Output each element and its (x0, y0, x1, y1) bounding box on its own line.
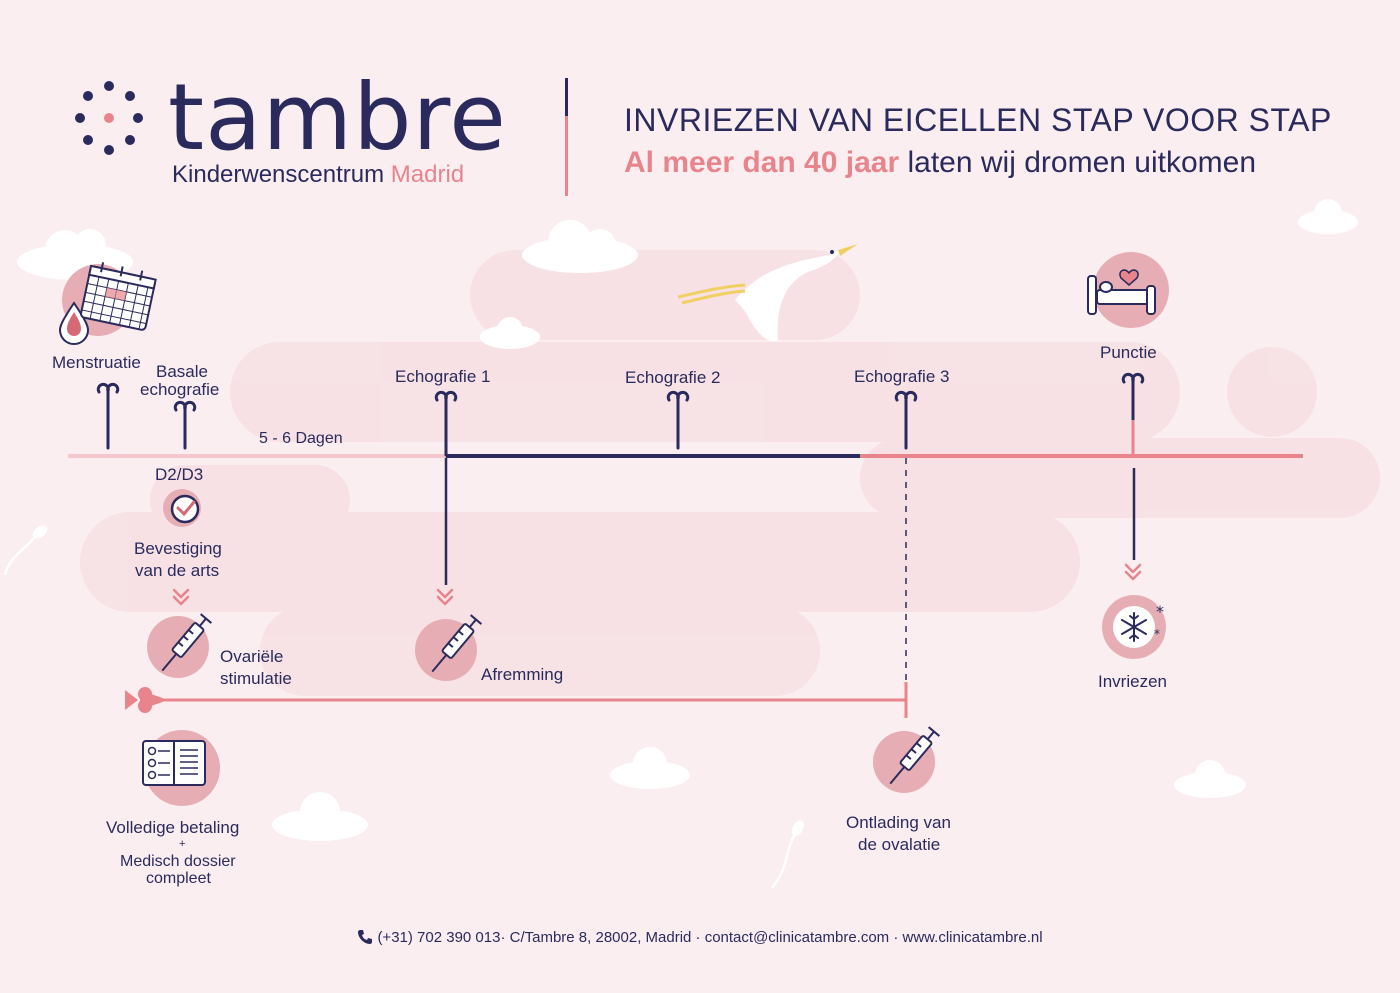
chevron-down-icon (1124, 563, 1142, 581)
snowflake-icon: * * (1102, 595, 1166, 659)
brand-logo: tambre (168, 64, 507, 171)
sperm-icon (3, 525, 805, 889)
arrow-tail-icon (125, 687, 168, 713)
label-plus: + (179, 838, 186, 850)
svg-text:*: * (1156, 602, 1164, 621)
label-bevestiging-1: Bevestiging (134, 539, 222, 558)
label-dossier-1: Medisch dossier (120, 853, 236, 870)
label-echografie-1: Echografie 1 (395, 367, 491, 386)
calendar-icon (80, 262, 157, 331)
label-punctie: Punctie (1100, 343, 1157, 362)
label-invriezen: Invriezen (1098, 672, 1167, 691)
label-basale-1: Basale (156, 362, 208, 381)
label-dagen: 5 - 6 Dagen (259, 430, 343, 447)
tagline-highlight: Al meer dan 40 jaar (624, 146, 900, 179)
page-title: INVRIEZEN VAN EICELLEN STAP VOOR STAP (624, 102, 1332, 138)
chevron-down-icon (172, 588, 190, 606)
syringe-icon (415, 614, 483, 681)
label-menstruatie: Menstruatie (52, 353, 141, 372)
label-bevestiging-2: van de arts (135, 561, 220, 580)
label-afremming: Afremming (481, 665, 564, 684)
marker-echo1 (434, 390, 458, 457)
syringe-icon (147, 613, 213, 678)
marker-menstruatie (96, 382, 120, 450)
stork-icon (677, 244, 858, 342)
blood-drop-icon (58, 301, 90, 345)
bed-heart-icon (1087, 252, 1169, 328)
checklist-icon (142, 730, 220, 806)
label-echografie-3: Echografie 3 (854, 367, 950, 386)
label-dossier-2: compleet (146, 870, 211, 887)
header-divider (565, 78, 568, 196)
marker-echo3 (894, 390, 918, 450)
chevron-down-icon (436, 588, 454, 606)
marker-echo2 (666, 390, 690, 450)
label-basale-2: echografie (140, 380, 220, 399)
footer-contact: (+31) 702 390 013· C/Tambre 8, 28002, Ma… (0, 927, 1400, 949)
label-betaling: Volledige betaling (106, 818, 240, 837)
tagline-rest: laten wij dromen uitkomen (907, 146, 1257, 179)
brand-subtitle: Kinderwenscentrum Madrid (172, 160, 464, 190)
label-ontlading-1: Ontlading van (846, 813, 951, 832)
label-echografie-2: Echografie 2 (625, 368, 721, 387)
label-d2d3: D2/D3 (155, 465, 204, 484)
footer-contact-text: (+31) 702 390 013· C/Tambre 8, 28002, Ma… (377, 929, 1043, 946)
marker-basale (173, 400, 197, 450)
cloud-icon (17, 199, 1358, 841)
phone-icon (358, 930, 373, 944)
checkmark-icon (170, 494, 200, 524)
label-ovariele-2: stimulatie (220, 669, 292, 688)
syringe-icon (873, 726, 941, 793)
svg-text:*: * (1154, 627, 1160, 641)
brand-subtitle-part1: Kinderwenscentrum (172, 161, 385, 188)
marker-punctie (1121, 372, 1145, 422)
label-ontlading-2: de ovalatie (858, 835, 941, 854)
logo-dots-icon (75, 81, 143, 155)
brand-subtitle-part2: Madrid (390, 161, 465, 188)
page-tagline: Al meer dan 40 jaar laten wij dromen uit… (624, 143, 1256, 183)
label-ovariele-1: Ovariële (220, 647, 284, 666)
